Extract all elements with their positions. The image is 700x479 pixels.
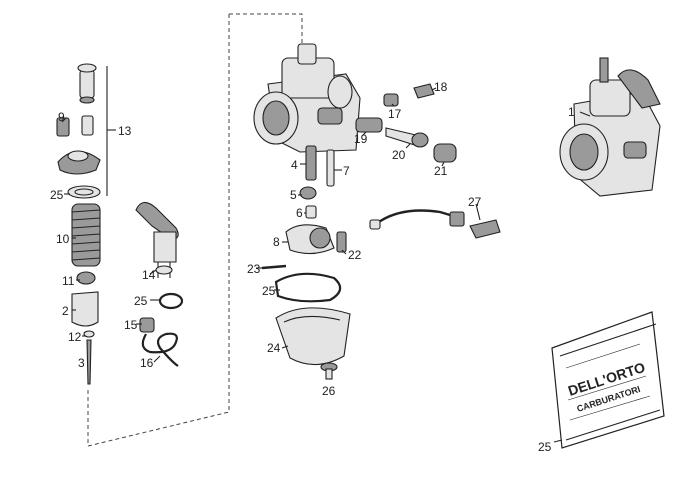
mixture-screw-20-part: [385, 127, 429, 148]
callout-2: 2: [62, 304, 69, 318]
callout-23: 23: [247, 262, 261, 276]
float-bowl-24-part: [275, 307, 351, 366]
callout-22: 22: [348, 248, 362, 262]
needle-3-part: [86, 339, 92, 385]
choke-lever-14-part: [135, 201, 179, 278]
leader-lines: [61, 87, 591, 443]
callout-9: 9: [58, 110, 65, 124]
needle-clip-11-part: [76, 271, 96, 285]
callout-15: 15: [124, 318, 138, 332]
callout-20: 20: [392, 148, 406, 162]
float-8-part: [285, 224, 335, 255]
screw-18-part: [413, 83, 435, 99]
spring-10-part: [71, 203, 101, 267]
screw-17-part: [383, 93, 399, 107]
callout-1: 1: [568, 105, 575, 119]
assembled-carburetor-1-part: [559, 57, 661, 197]
callout-18: 18: [434, 80, 448, 94]
callout-14: 14: [142, 268, 156, 282]
callout-21: 21: [434, 164, 448, 178]
callout-17: 17: [388, 107, 402, 121]
callout-11: 11: [62, 274, 75, 288]
callout-24: 24: [267, 341, 281, 355]
assembly-dashed-outline: [87, 13, 303, 447]
spring-19-part: [355, 117, 383, 133]
cap-21-part: [433, 143, 457, 163]
slide-cap-part: [77, 63, 97, 104]
callout-25-left: 25: [50, 188, 64, 202]
needle-valve-22-part: [336, 231, 347, 253]
callout-27: 27: [468, 195, 482, 209]
screw-26-part: [320, 362, 338, 380]
callout-10: 10: [56, 232, 70, 246]
callout-25-bowl: 25: [262, 284, 276, 298]
callout-16: 16: [140, 356, 154, 370]
callout-12: 12: [68, 330, 82, 344]
gasket-25-left-part: [67, 185, 101, 199]
screw-9-part: [56, 115, 94, 137]
oring-25-middle-part: [158, 292, 184, 310]
jet-4-part: [305, 145, 317, 181]
callout-6: 6: [296, 206, 303, 220]
callout-19: 19: [354, 132, 368, 146]
jet-5-part: [299, 186, 317, 200]
clip-12-part: [83, 330, 95, 338]
callout-5: 5: [290, 188, 297, 202]
carb-cover-part: [57, 150, 101, 175]
jet-6-part: [305, 205, 317, 219]
heater-wire-27-part: [369, 209, 501, 239]
float-pin-23-part: [261, 264, 287, 270]
bush-15-part: [139, 317, 155, 333]
carburetor-body-part: [253, 43, 361, 153]
gasket-25-bowl-part: [274, 272, 342, 303]
callout-7: 7: [343, 164, 350, 178]
jet-7-part: [326, 149, 335, 187]
callout-8: 8: [273, 235, 280, 249]
callout-25-middle: 25: [134, 294, 148, 308]
throttle-slide-2-part: [71, 291, 99, 327]
parts-bag: DELL'ORTO CARBURATORI: [551, 311, 665, 449]
callout-25-bag: 25: [538, 440, 552, 454]
callout-13: 13: [118, 124, 132, 138]
callout-3: 3: [78, 356, 85, 370]
callout-26: 26: [322, 384, 336, 398]
callout-labels: 9 13 25 10 11 2 12 3 14 25 15 16 4 7 5 6…: [50, 80, 575, 454]
spring-clip-16-part: [141, 332, 179, 367]
callout-4: 4: [291, 158, 298, 172]
